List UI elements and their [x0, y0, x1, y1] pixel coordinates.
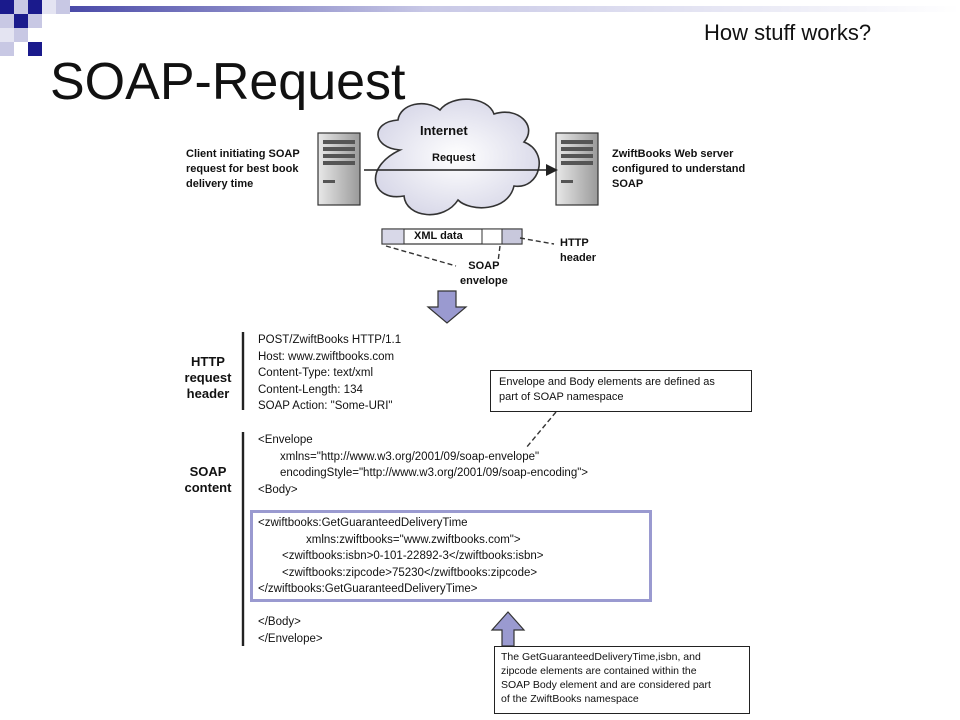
soap-body-code: <zwiftbooks:GetGuaranteedDeliveryTime xm… — [258, 517, 544, 596]
client-computer-icon — [317, 132, 361, 206]
namespace-callout: Envelope and Body elements are defined a… — [490, 370, 752, 412]
client-caption: Client initiating SOAP request for best … — [186, 148, 300, 190]
soap-envelope-code: <Envelope xmlns="http://www.w3.org/2001/… — [258, 434, 589, 496]
http-section-label: HTTP request header — [184, 354, 232, 401]
header-rule — [70, 6, 960, 12]
slide-title: SOAP-Request — [50, 53, 406, 111]
elements-callout: The GetGuaranteedDeliveryTime,isbn, and … — [494, 646, 750, 714]
packet-connectors — [385, 237, 555, 267]
request-arrow — [364, 164, 558, 176]
soap-body-highlight — [250, 510, 652, 602]
request-label: Request — [432, 152, 476, 164]
soap-envelope-label: SOAP envelope — [460, 260, 508, 287]
web-server-icon — [555, 132, 599, 206]
xml-packet — [381, 228, 523, 245]
soap-closing-code: </Body> </Envelope> — [258, 616, 323, 645]
server-caption: ZwiftBooks Web server configured to unde… — [612, 148, 746, 190]
soap-section-label: SOAP content — [184, 464, 232, 495]
http-header-label: HTTP header — [560, 237, 597, 264]
internet-cloud-icon — [374, 98, 540, 216]
cloud-title: Internet — [420, 123, 468, 138]
slide-subtitle: How stuff works? — [704, 20, 872, 45]
up-arrow-icon — [490, 611, 526, 647]
down-arrow-icon — [426, 290, 468, 324]
http-header-code: POST/ZwiftBooks HTTP/1.1 Host: www.zwift… — [258, 334, 402, 413]
xml-data-label: XML data — [414, 230, 463, 242]
